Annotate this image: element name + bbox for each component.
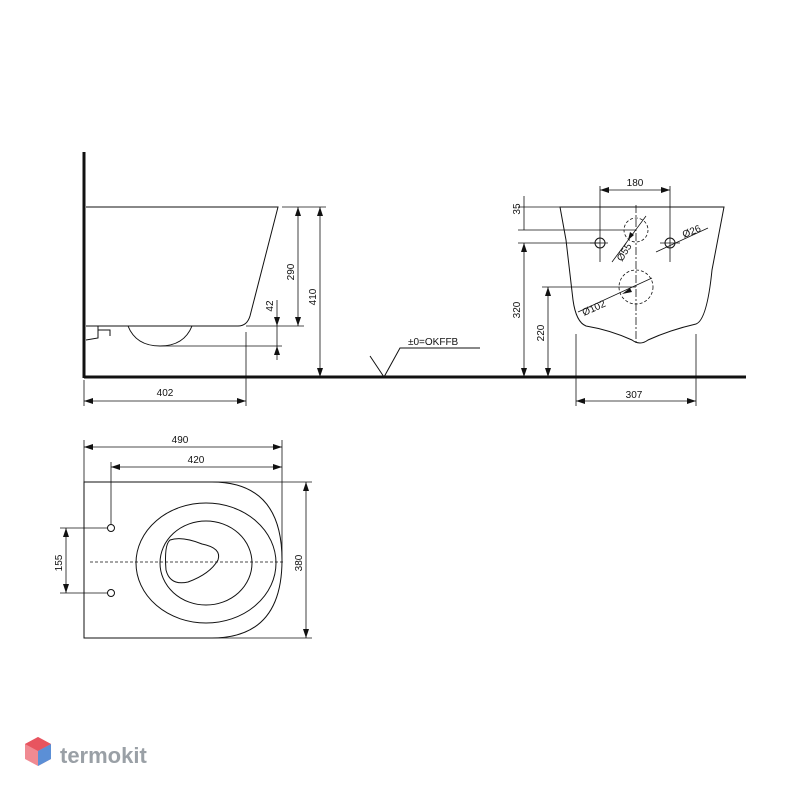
arrow bbox=[521, 243, 527, 252]
seat-inner bbox=[159, 520, 253, 606]
dim-35-label: 35 bbox=[512, 203, 523, 215]
arrow bbox=[295, 317, 301, 326]
arrow bbox=[687, 398, 696, 404]
arrow bbox=[63, 528, 69, 537]
dia-102-label: Ø102 bbox=[581, 299, 608, 319]
arrow bbox=[274, 346, 280, 355]
dim-380-label: 380 bbox=[294, 554, 305, 571]
arrow bbox=[622, 288, 632, 294]
outlet-pipe bbox=[127, 325, 193, 347]
arrow bbox=[303, 482, 309, 491]
seat-outer bbox=[135, 502, 277, 624]
arrow bbox=[274, 317, 280, 326]
arrow bbox=[303, 629, 309, 638]
arrow bbox=[273, 444, 282, 450]
bowl-side-outline bbox=[86, 206, 279, 327]
arrow bbox=[237, 398, 246, 404]
dim-420-label: 420 bbox=[188, 455, 205, 466]
dim-180-label: 180 bbox=[627, 178, 644, 189]
dia-55-label: Ø55 bbox=[615, 241, 635, 263]
arrow bbox=[661, 187, 670, 193]
dim-307-label: 307 bbox=[626, 390, 643, 401]
arrow bbox=[273, 464, 282, 470]
termokit-logo: termokit bbox=[25, 737, 147, 768]
arrow bbox=[545, 368, 551, 377]
dia-102-leader bbox=[577, 277, 653, 313]
logo-text: termokit bbox=[60, 743, 147, 768]
floor-level-label: ±0=OKFFB bbox=[408, 337, 459, 348]
arrow bbox=[317, 207, 323, 216]
dim-402-label: 402 bbox=[157, 388, 174, 399]
arrow bbox=[576, 398, 585, 404]
dia-26-label: Ø26 bbox=[681, 223, 703, 240]
dim-220-label: 220 bbox=[536, 324, 547, 341]
arrow bbox=[84, 444, 93, 450]
arrow bbox=[317, 368, 323, 377]
side-view: 410 290 42 402 ±0=OKFFB bbox=[82, 152, 746, 406]
bowl-opening bbox=[165, 538, 220, 584]
outlet-circle bbox=[618, 269, 654, 305]
top-bolt-lower bbox=[107, 589, 115, 597]
floor-level-marker bbox=[369, 347, 480, 378]
dim-490-label: 490 bbox=[172, 435, 189, 446]
arrow bbox=[600, 187, 609, 193]
arrow bbox=[545, 287, 551, 296]
logo-hex-right bbox=[38, 744, 51, 766]
arrow bbox=[521, 368, 527, 377]
dim-155-label: 155 bbox=[54, 554, 65, 571]
dim-290-label: 290 bbox=[286, 263, 297, 280]
bowl-front-outline bbox=[559, 206, 725, 344]
arrow bbox=[295, 207, 301, 216]
arrow bbox=[111, 464, 120, 470]
bowl-top-outline bbox=[83, 481, 283, 639]
dia-26-leader bbox=[655, 227, 709, 253]
dim-410-label: 410 bbox=[308, 288, 319, 305]
wall-bracket bbox=[85, 325, 99, 341]
bracket-detail bbox=[98, 329, 111, 336]
dim-320-label: 320 bbox=[512, 301, 523, 318]
front-view: 180 Ø26 Ø55 Ø102 35 320 220 307 bbox=[512, 178, 725, 406]
arrow bbox=[84, 398, 93, 404]
arrow bbox=[628, 232, 634, 240]
dim-42-label: 42 bbox=[265, 300, 276, 312]
top-view: 490 420 380 155 bbox=[54, 435, 312, 639]
top-bolt-upper bbox=[107, 524, 115, 532]
arrow bbox=[63, 584, 69, 593]
